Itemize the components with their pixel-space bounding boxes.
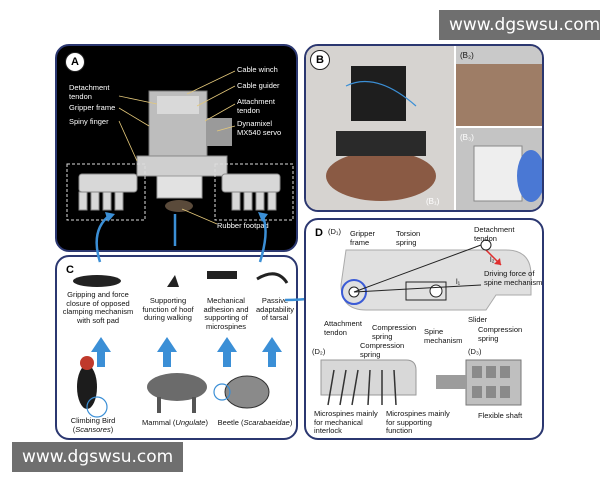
panel-b-badge: B — [310, 50, 330, 70]
label-d-compression-spring-2: Compression spring — [478, 325, 523, 343]
panel-c: C Gripping and force closure of opposed … — [55, 255, 298, 440]
watermark-top: www.dgswsu.com — [439, 10, 600, 40]
label-microspines-mech: Microspines mainly for mechanical interl… — [314, 409, 378, 435]
panel-a: A Detachment tendon Gripper frame Spiny … — [55, 44, 298, 252]
function-microspines: Mechanical adhesion and supporting of mi… — [203, 296, 249, 331]
label-d2-compression-spring: Compression spring — [360, 341, 405, 359]
label-d2: (D₂) — [312, 347, 326, 356]
label-attachment-tendon: Attachment tendon — [237, 97, 275, 115]
panel-d: D (D₁) Gripper frame Torsion spring Deta… — [304, 218, 544, 440]
label-d-attachment-tendon: Attachment tendon — [324, 319, 362, 337]
function-hoof: Supporting function of hoof during walki… — [142, 296, 194, 322]
label-gripper-frame: Gripper frame — [69, 103, 116, 112]
animal-mammal: Mammal (Ungulate) — [142, 418, 208, 427]
label-cable-guider: Cable guider — [237, 81, 280, 90]
label-d-torsion-spring: Torsion spring — [396, 229, 421, 247]
bioinspiration-illustration — [73, 271, 289, 418]
label-flexible-shaft: Flexible shaft — [478, 411, 523, 420]
animal-mammal-latin: Ungulate — [175, 418, 206, 427]
label-d-compression-spring-1: Compression spring — [372, 323, 417, 341]
panel-d-badge: D — [310, 224, 328, 242]
label-spine-mechanism: Spine mechanism — [424, 327, 463, 345]
label-l2: l₂ — [490, 255, 495, 264]
animal-bird-name: Climbing Bird — [70, 416, 116, 425]
watermark-bottom: www.dgswsu.com — [12, 442, 184, 472]
label-slider: Slider — [468, 315, 488, 324]
gripper-illustration — [66, 70, 294, 246]
label-b2: (B₂) — [460, 51, 474, 60]
label-cable-winch: Cable winch — [237, 65, 278, 74]
animal-beetle-name: Beetle — [217, 418, 239, 427]
panel-b: B (B₂) (B₃) (B₁) — [304, 44, 544, 212]
animal-bird: Climbing Bird (Scansores) — [70, 416, 116, 434]
label-l1: l₁ — [456, 277, 461, 286]
label-d3: (D₃) — [468, 347, 482, 356]
label-driving-force: Driving force of spine mechanism — [484, 269, 543, 287]
animal-beetle: Beetle (Scarabaeidae) — [217, 418, 293, 427]
animal-mammal-name: Mammal — [142, 418, 171, 427]
label-d1: (D₁) — [328, 227, 341, 236]
label-b1: (B₁) — [426, 197, 440, 206]
label-spiny-finger: Spiny finger — [69, 117, 109, 126]
label-detachment-tendon: Detachment tendon — [69, 83, 110, 101]
label-servo: Dynamixel MX540 servo — [237, 119, 282, 137]
mechanism-illustration — [320, 239, 532, 406]
function-gripping: Gripping and force closure of opposed cl… — [62, 290, 134, 325]
panel-a-badge: A — [65, 52, 85, 72]
label-d-gripper-frame: Gripper frame — [350, 229, 376, 247]
label-d-detachment-tendon: Detachment tendon — [474, 225, 515, 243]
label-microspines-support: Microspines mainly for supporting functi… — [386, 409, 450, 435]
animal-beetle-latin: Scarabaeidae — [243, 418, 290, 427]
function-tarsal: Passive adaptability of tarsal — [256, 296, 294, 322]
animal-bird-latin: Scansores — [75, 424, 111, 434]
label-b3: (B₃) — [460, 133, 474, 142]
panel-c-badge: C — [61, 261, 79, 279]
label-rubber-footpad: Rubber footpad — [217, 221, 269, 230]
photos-illustration — [306, 46, 542, 210]
